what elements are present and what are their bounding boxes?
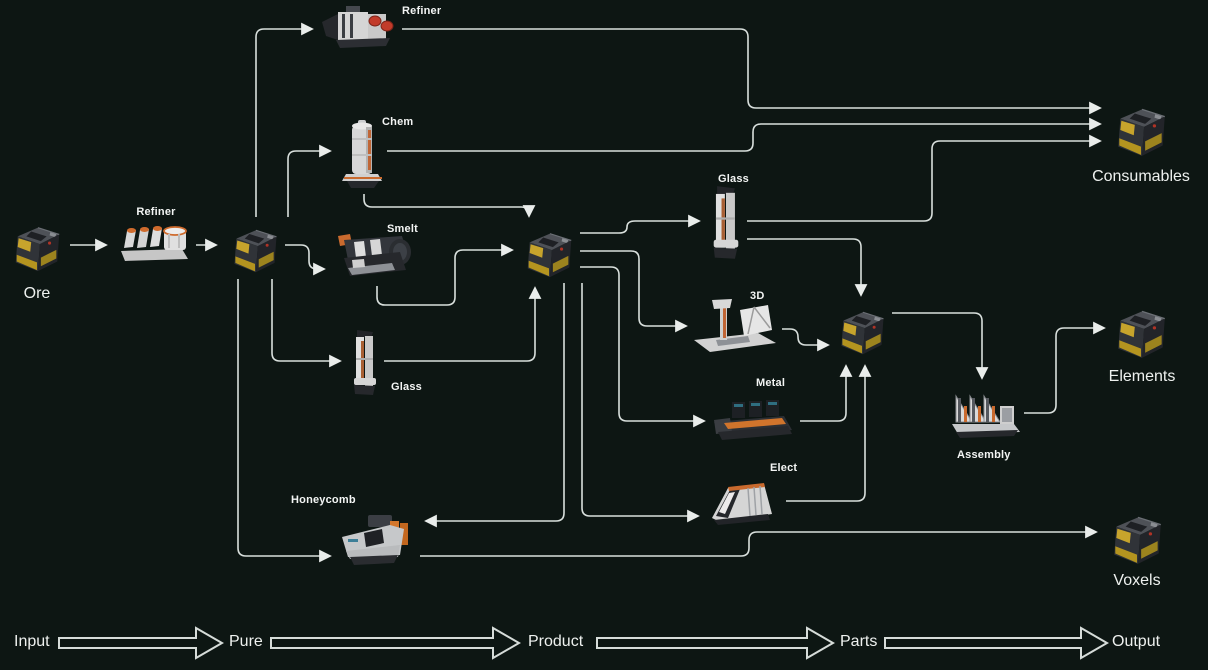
edge-pure_container-smelt <box>285 244 326 276</box>
label-assembly: Assembly <box>957 449 1011 461</box>
node-glass-pure <box>348 328 382 398</box>
node-metalwork <box>708 398 798 446</box>
refiner-machine-icon <box>320 4 400 50</box>
edge-chem-product_container <box>363 194 536 218</box>
legend-label-output: Output <box>1112 633 1161 650</box>
label-electronics: Elect <box>770 462 798 474</box>
chemical-machine-icon <box>341 118 385 192</box>
container-icon <box>227 219 283 277</box>
container-icon <box>520 223 578 281</box>
container-icon <box>8 218 66 274</box>
edge-product_container-electronics <box>581 283 700 523</box>
node-assembly <box>948 384 1022 440</box>
edge-pure_container-honeycomb <box>237 279 332 563</box>
edge-electronics-parts_container <box>786 364 872 502</box>
node-glass-product <box>707 183 745 263</box>
edge-product_container-printer_3d <box>580 250 688 333</box>
node-chem <box>341 118 385 192</box>
edge-assembly-elements <box>1024 321 1106 414</box>
edge-product_container-glass_product <box>580 214 701 234</box>
label-glass-product: Glass <box>718 173 749 185</box>
node-refiner-top <box>320 4 400 50</box>
container-icon <box>1110 301 1172 361</box>
label-glass-pure: Glass <box>391 381 422 393</box>
legend-label-input: Input <box>14 633 50 650</box>
label-ore: Ore <box>23 285 51 302</box>
edge-parts_container-assembly <box>892 312 989 380</box>
metalwork-machine-icon <box>708 398 798 446</box>
edge-metalwork-parts_container <box>800 364 853 422</box>
legend-arrow-pure-product <box>270 626 522 660</box>
edge-refiner_top-consumables <box>402 28 1102 115</box>
node-elements <box>1110 301 1172 361</box>
edge-printer_3d-parts_container <box>782 328 830 352</box>
node-smelt <box>330 230 414 284</box>
node-product-container <box>520 223 578 281</box>
node-electronics <box>704 476 784 526</box>
edge-honeycomb-voxels <box>420 525 1098 557</box>
label-refiner-top: Refiner <box>402 5 442 17</box>
label-3d-printer: 3D <box>750 290 765 302</box>
edge-pure_container-glass_pure <box>271 279 342 368</box>
label-metalwork: Metal <box>756 377 786 389</box>
node-refiner-input <box>118 220 194 264</box>
label-honeycomb: Honeycomb <box>291 494 356 506</box>
assembly-machine-icon <box>948 384 1022 440</box>
container-icon <box>1106 507 1168 567</box>
label-refiner-input: Refiner <box>136 206 176 218</box>
edge-glass_product-consumables <box>747 134 1102 222</box>
node-consumables <box>1110 99 1172 159</box>
edge-product_container-metalwork <box>580 266 706 428</box>
legend-arrow-product-parts <box>596 626 836 660</box>
label-voxels: Voxels <box>1113 572 1161 589</box>
refiner-machine-icon <box>118 220 194 264</box>
container-icon <box>1110 99 1172 159</box>
node-3d-printer <box>690 298 780 356</box>
edge-pure_container-chem <box>287 144 332 217</box>
smelter-machine-icon <box>330 230 414 284</box>
container-icon <box>834 301 890 359</box>
edge-glass_product-parts_container <box>747 238 868 297</box>
label-elements: Elements <box>1108 368 1176 385</box>
node-pure-container <box>227 219 283 277</box>
legend-label-parts: Parts <box>840 633 878 650</box>
legend-arrow-parts-output <box>884 626 1110 660</box>
electronics-machine-icon <box>704 476 784 526</box>
3d-printer-machine-icon <box>690 298 780 356</box>
glass-machine-icon <box>348 328 382 398</box>
honeycomb-machine-icon <box>338 513 418 567</box>
legend-label-pure: Pure <box>229 633 263 650</box>
edge-smelt-product_container <box>376 243 514 306</box>
node-parts-container <box>834 301 890 359</box>
edge-chem-consumables <box>387 117 1102 152</box>
label-smelt: Smelt <box>387 223 418 235</box>
edge-product_container-honeycomb <box>424 283 565 528</box>
legend-arrow-input-pure <box>58 626 225 660</box>
glass-machine-icon <box>707 183 745 263</box>
node-honeycomb <box>338 513 418 567</box>
edge-pure_container-refiner_top <box>255 22 314 217</box>
label-chem: Chem <box>382 116 414 128</box>
node-voxels <box>1106 507 1168 567</box>
label-consumables: Consumables <box>1092 168 1190 185</box>
edge-glass_pure-product_container <box>384 286 542 362</box>
legend-label-product: Product <box>528 633 584 650</box>
node-ore <box>8 218 66 274</box>
